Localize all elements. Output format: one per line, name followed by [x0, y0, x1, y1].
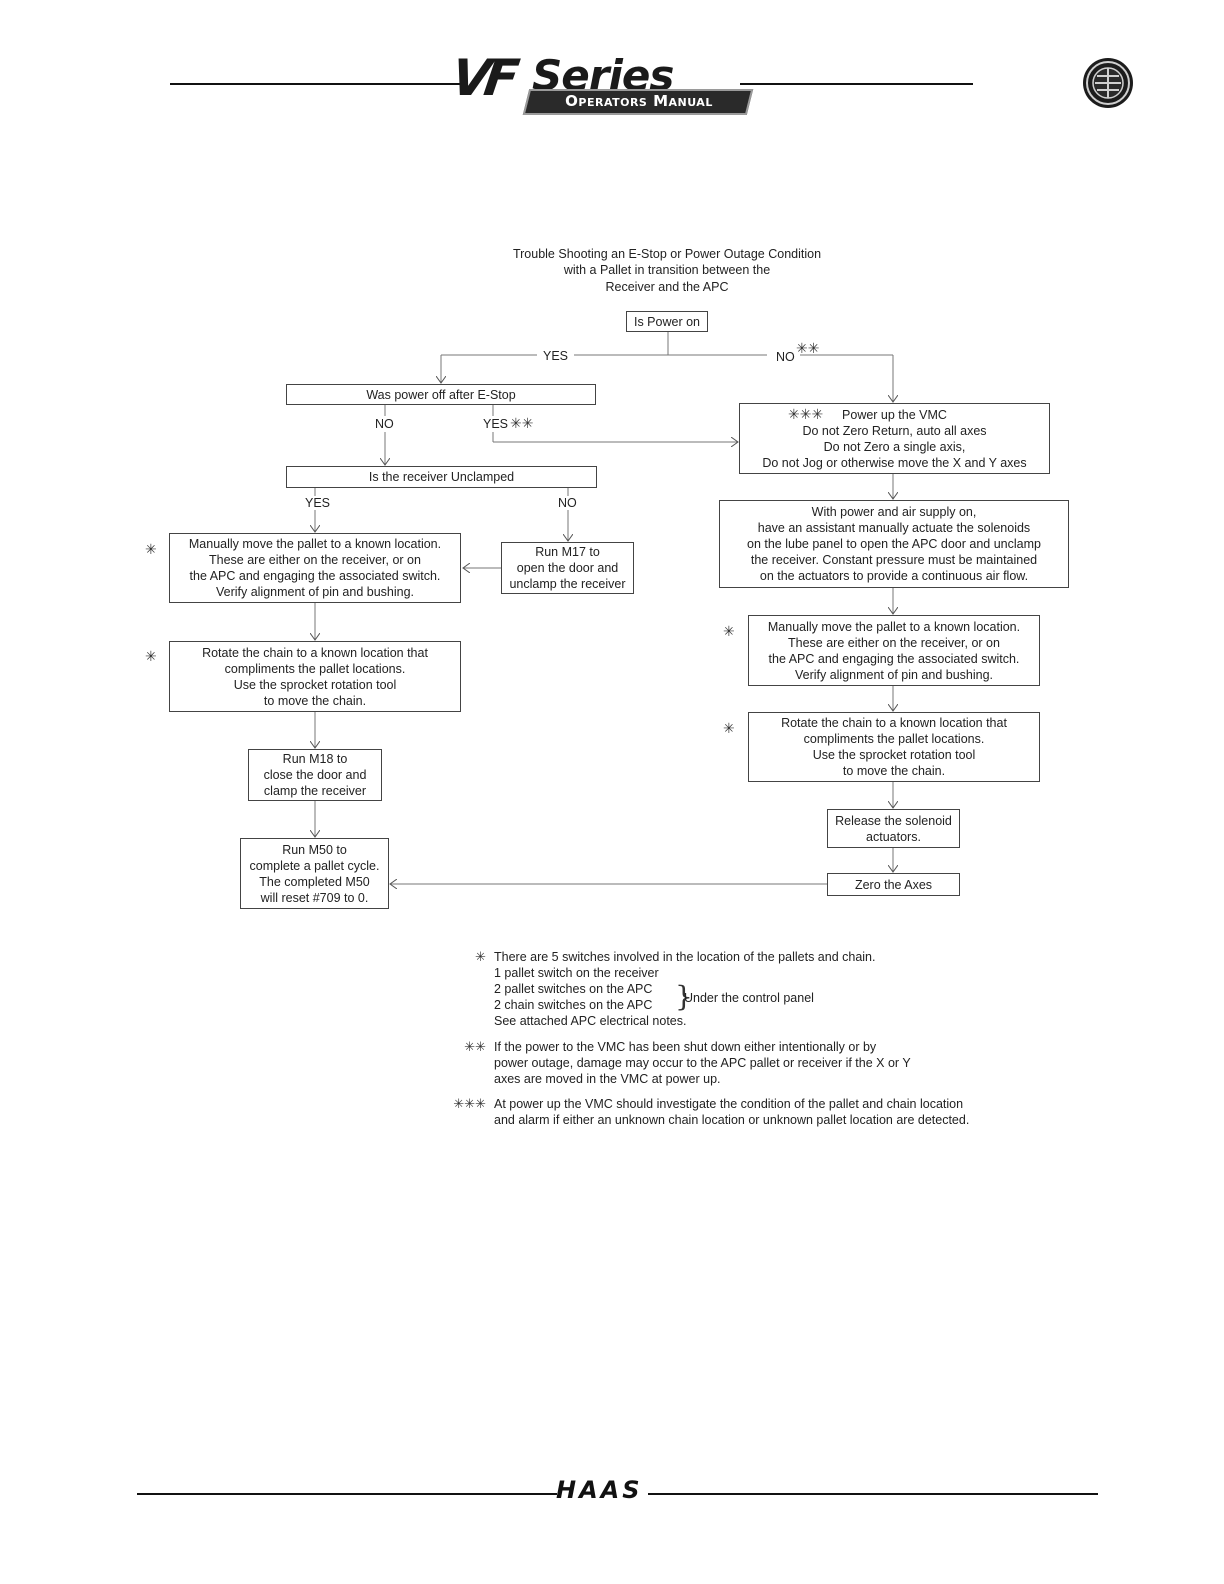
note-2-line-1: If the power to the VMC has been shut do… [494, 1040, 877, 1054]
logo-subtitle: Operators Manual [565, 92, 713, 110]
label-no-power: NO [776, 350, 795, 364]
box-run-m50: Run M50 to complete a pallet cycle. The … [240, 838, 389, 909]
note-1-line-3: 2 pallet switches on the APC [494, 982, 653, 996]
note-1-line-4: 2 chain switches on the APC [494, 998, 653, 1012]
header-rule-right [740, 83, 973, 85]
label-yes-unclamped: YES [305, 496, 331, 510]
box-right-rotate-chain: Rotate the chain to a known location tha… [748, 712, 1040, 782]
label-no-estop: NO [375, 417, 394, 431]
note-1-brace: } [675, 980, 693, 1013]
note-3-line-2: and alarm if either an unknown chain loc… [494, 1113, 970, 1127]
label-no-unclamped: NO [558, 496, 577, 510]
header-rule-left [170, 83, 460, 85]
mark-single-right-rotate: ✳ [723, 720, 735, 736]
mark-single-left-rotate: ✳ [145, 648, 157, 664]
box-power-off-after-estop: Was power off after E-Stop [286, 384, 596, 405]
note-1-line-2: 1 pallet switch on the receiver [494, 966, 659, 980]
box-run-m17: Run M17 to open the door and unclamp the… [501, 542, 634, 594]
note-3-mark: ✳✳✳ [453, 1096, 486, 1111]
box-power-up-vmc: Power up the VMC Do not Zero Return, aut… [739, 403, 1050, 474]
mark-triple-powerup: ✳✳✳ [788, 406, 824, 422]
note-1-mark: ✳ [475, 949, 486, 964]
mark-double-no: ✳✳ [796, 340, 820, 356]
mark-single-right-move: ✳ [723, 623, 735, 639]
mark-single-left-move: ✳ [145, 541, 157, 557]
mark-double-yes: ✳✳ [510, 415, 534, 431]
box-air-supply: With power and air supply on, have an as… [719, 500, 1069, 588]
footer-rule-right [648, 1493, 1098, 1495]
box-left-move-pallet: Manually move the pallet to a known loca… [169, 533, 461, 603]
vf-series-logo: VF Series Operators Manual [448, 49, 754, 117]
note-2-line-3: axes are moved in the VMC at power up. [494, 1072, 721, 1086]
box-release-solenoid: Release the solenoid actuators. [827, 809, 960, 848]
haas-wheel-icon [1083, 58, 1133, 108]
haas-footer-logo: HAAS [556, 1476, 643, 1504]
box-run-m18: Run M18 to close the door and clamp the … [248, 749, 382, 801]
box-zero-axes: Zero the Axes [827, 873, 960, 896]
box-right-move-pallet: Manually move the pallet to a known loca… [748, 615, 1040, 686]
box-receiver-unclamped: Is the receiver Unclamped [286, 466, 597, 488]
label-yes-estop: YES [483, 417, 509, 431]
note-1-line-5: See attached APC electrical notes. [494, 1014, 687, 1028]
note-1-brace-label: Under the control panel [684, 991, 814, 1005]
box-is-power-on: Is Power on [626, 311, 708, 332]
label-yes-power: YES [543, 349, 569, 363]
note-1-line-1: There are 5 switches involved in the loc… [494, 950, 876, 964]
note-3-line-1: At power up the VMC should investigate t… [494, 1097, 964, 1111]
box-left-rotate-chain: Rotate the chain to a known location tha… [169, 641, 461, 712]
note-2-mark: ✳✳ [464, 1039, 486, 1054]
footer-rule-left [137, 1493, 557, 1495]
diagram-title: Trouble Shooting an E-Stop or Power Outa… [512, 247, 822, 294]
note-2-line-2: power outage, damage may occur to the AP… [494, 1056, 911, 1070]
